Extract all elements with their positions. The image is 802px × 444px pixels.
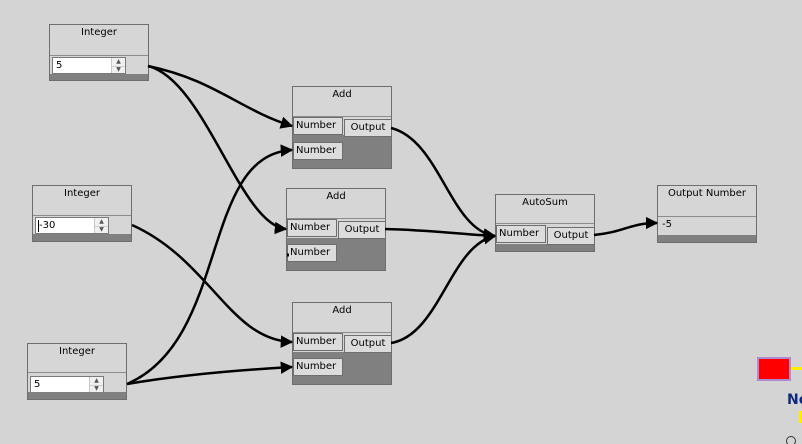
- add-node-2[interactable]: Add Number Output Number: [286, 188, 386, 271]
- output-port[interactable]: Output: [344, 119, 392, 137]
- partial-yellow-mark: [799, 411, 802, 423]
- output-port[interactable]: Output: [344, 335, 392, 353]
- spin-value: 5: [34, 379, 41, 390]
- divider: [50, 55, 148, 56]
- node-footer: [50, 74, 148, 80]
- wire-add3-to-autosum[interactable]: [390, 232, 497, 345]
- divider: [28, 372, 126, 373]
- divider: [33, 215, 131, 216]
- node-title: Integer: [64, 188, 100, 199]
- wire-int1-to-add1-number[interactable]: [147, 64, 294, 129]
- integer-node-3[interactable]: Integer 5 ▲ ▼: [27, 343, 127, 400]
- spin-up-arrow-icon[interactable]: ▲: [112, 58, 125, 67]
- spin-down-arrow-icon[interactable]: ▼: [116, 65, 121, 73]
- integer-spin-input[interactable]: 5 ▲ ▼: [52, 57, 126, 74]
- spin-value: -30: [39, 220, 56, 231]
- text-cursor: [38, 220, 39, 232]
- divider: [496, 223, 594, 224]
- input-port-number[interactable]: Number: [496, 225, 546, 243]
- wire-int3-to-add3-number2[interactable]: [126, 361, 294, 386]
- wire-int3-to-add1-number2[interactable]: [126, 144, 294, 386]
- output-port[interactable]: Output: [547, 227, 595, 245]
- integer-spin-input[interactable]: 5 ▲ ▼: [30, 376, 104, 393]
- integer-spin-input[interactable]: -30 ▲ ▼: [35, 217, 109, 234]
- wire-add1-to-autosum[interactable]: [390, 126, 497, 241]
- wire-int1-to-add2-number[interactable]: [147, 64, 288, 235]
- spin-buttons[interactable]: ▲ ▼: [111, 58, 125, 73]
- divider: [658, 216, 756, 217]
- wire-autosum-to-output[interactable]: [593, 216, 659, 237]
- node-title: Add: [326, 191, 346, 202]
- input-port-number-1[interactable]: Number: [293, 333, 343, 351]
- node-title: Output Number: [667, 188, 747, 199]
- autosum-node[interactable]: AutoSum Number Output: [495, 194, 595, 252]
- divider: [293, 116, 391, 117]
- output-number-node[interactable]: Output Number -5: [657, 185, 757, 243]
- spin-value: 5: [56, 60, 63, 71]
- node-title: Integer: [59, 346, 95, 357]
- input-port-number-2[interactable]: Number: [293, 142, 343, 160]
- spin-down-arrow-icon[interactable]: ▼: [99, 225, 104, 233]
- node-title: Add: [332, 89, 352, 100]
- add-node-3[interactable]: Add Number Output Number: [292, 302, 392, 385]
- add-node-1[interactable]: Add Number Output Number: [292, 86, 392, 169]
- divider: [287, 218, 385, 219]
- spin-buttons[interactable]: ▲ ▼: [94, 218, 108, 233]
- input-port-number-2[interactable]: Number: [287, 244, 337, 262]
- input-port-number-1[interactable]: Number: [287, 219, 337, 237]
- spin-down-arrow-icon[interactable]: ▼: [94, 384, 99, 392]
- integer-node-1[interactable]: Integer 5 ▲ ▼: [49, 24, 149, 81]
- wire-add2-to-autosum[interactable]: [384, 227, 497, 242]
- output-value: -5: [662, 219, 672, 230]
- node-title: AutoSum: [522, 197, 568, 208]
- partial-red-node[interactable]: [757, 357, 791, 381]
- wire-int2-to-add3-number[interactable]: [131, 223, 294, 348]
- node-footer: [658, 235, 756, 242]
- node-footer: [496, 244, 594, 251]
- node-footer: [28, 392, 126, 399]
- node-footer: [33, 234, 131, 241]
- partial-circle-icon: [786, 436, 796, 444]
- spin-up-arrow-icon[interactable]: ▲: [90, 377, 103, 386]
- input-port-number-1[interactable]: Number: [293, 117, 343, 135]
- spin-up-arrow-icon[interactable]: ▲: [95, 218, 108, 227]
- node-title: Add: [332, 305, 352, 316]
- input-port-number-2[interactable]: Number: [293, 358, 343, 376]
- spin-buttons[interactable]: ▲ ▼: [89, 377, 103, 392]
- node-title: Integer: [81, 27, 117, 38]
- partial-yellow-wire: [791, 367, 802, 370]
- integer-node-2[interactable]: Integer -30 ▲ ▼: [32, 185, 132, 242]
- partial-edge-label: No: [787, 392, 802, 408]
- divider: [293, 332, 391, 333]
- output-port[interactable]: Output: [338, 221, 386, 239]
